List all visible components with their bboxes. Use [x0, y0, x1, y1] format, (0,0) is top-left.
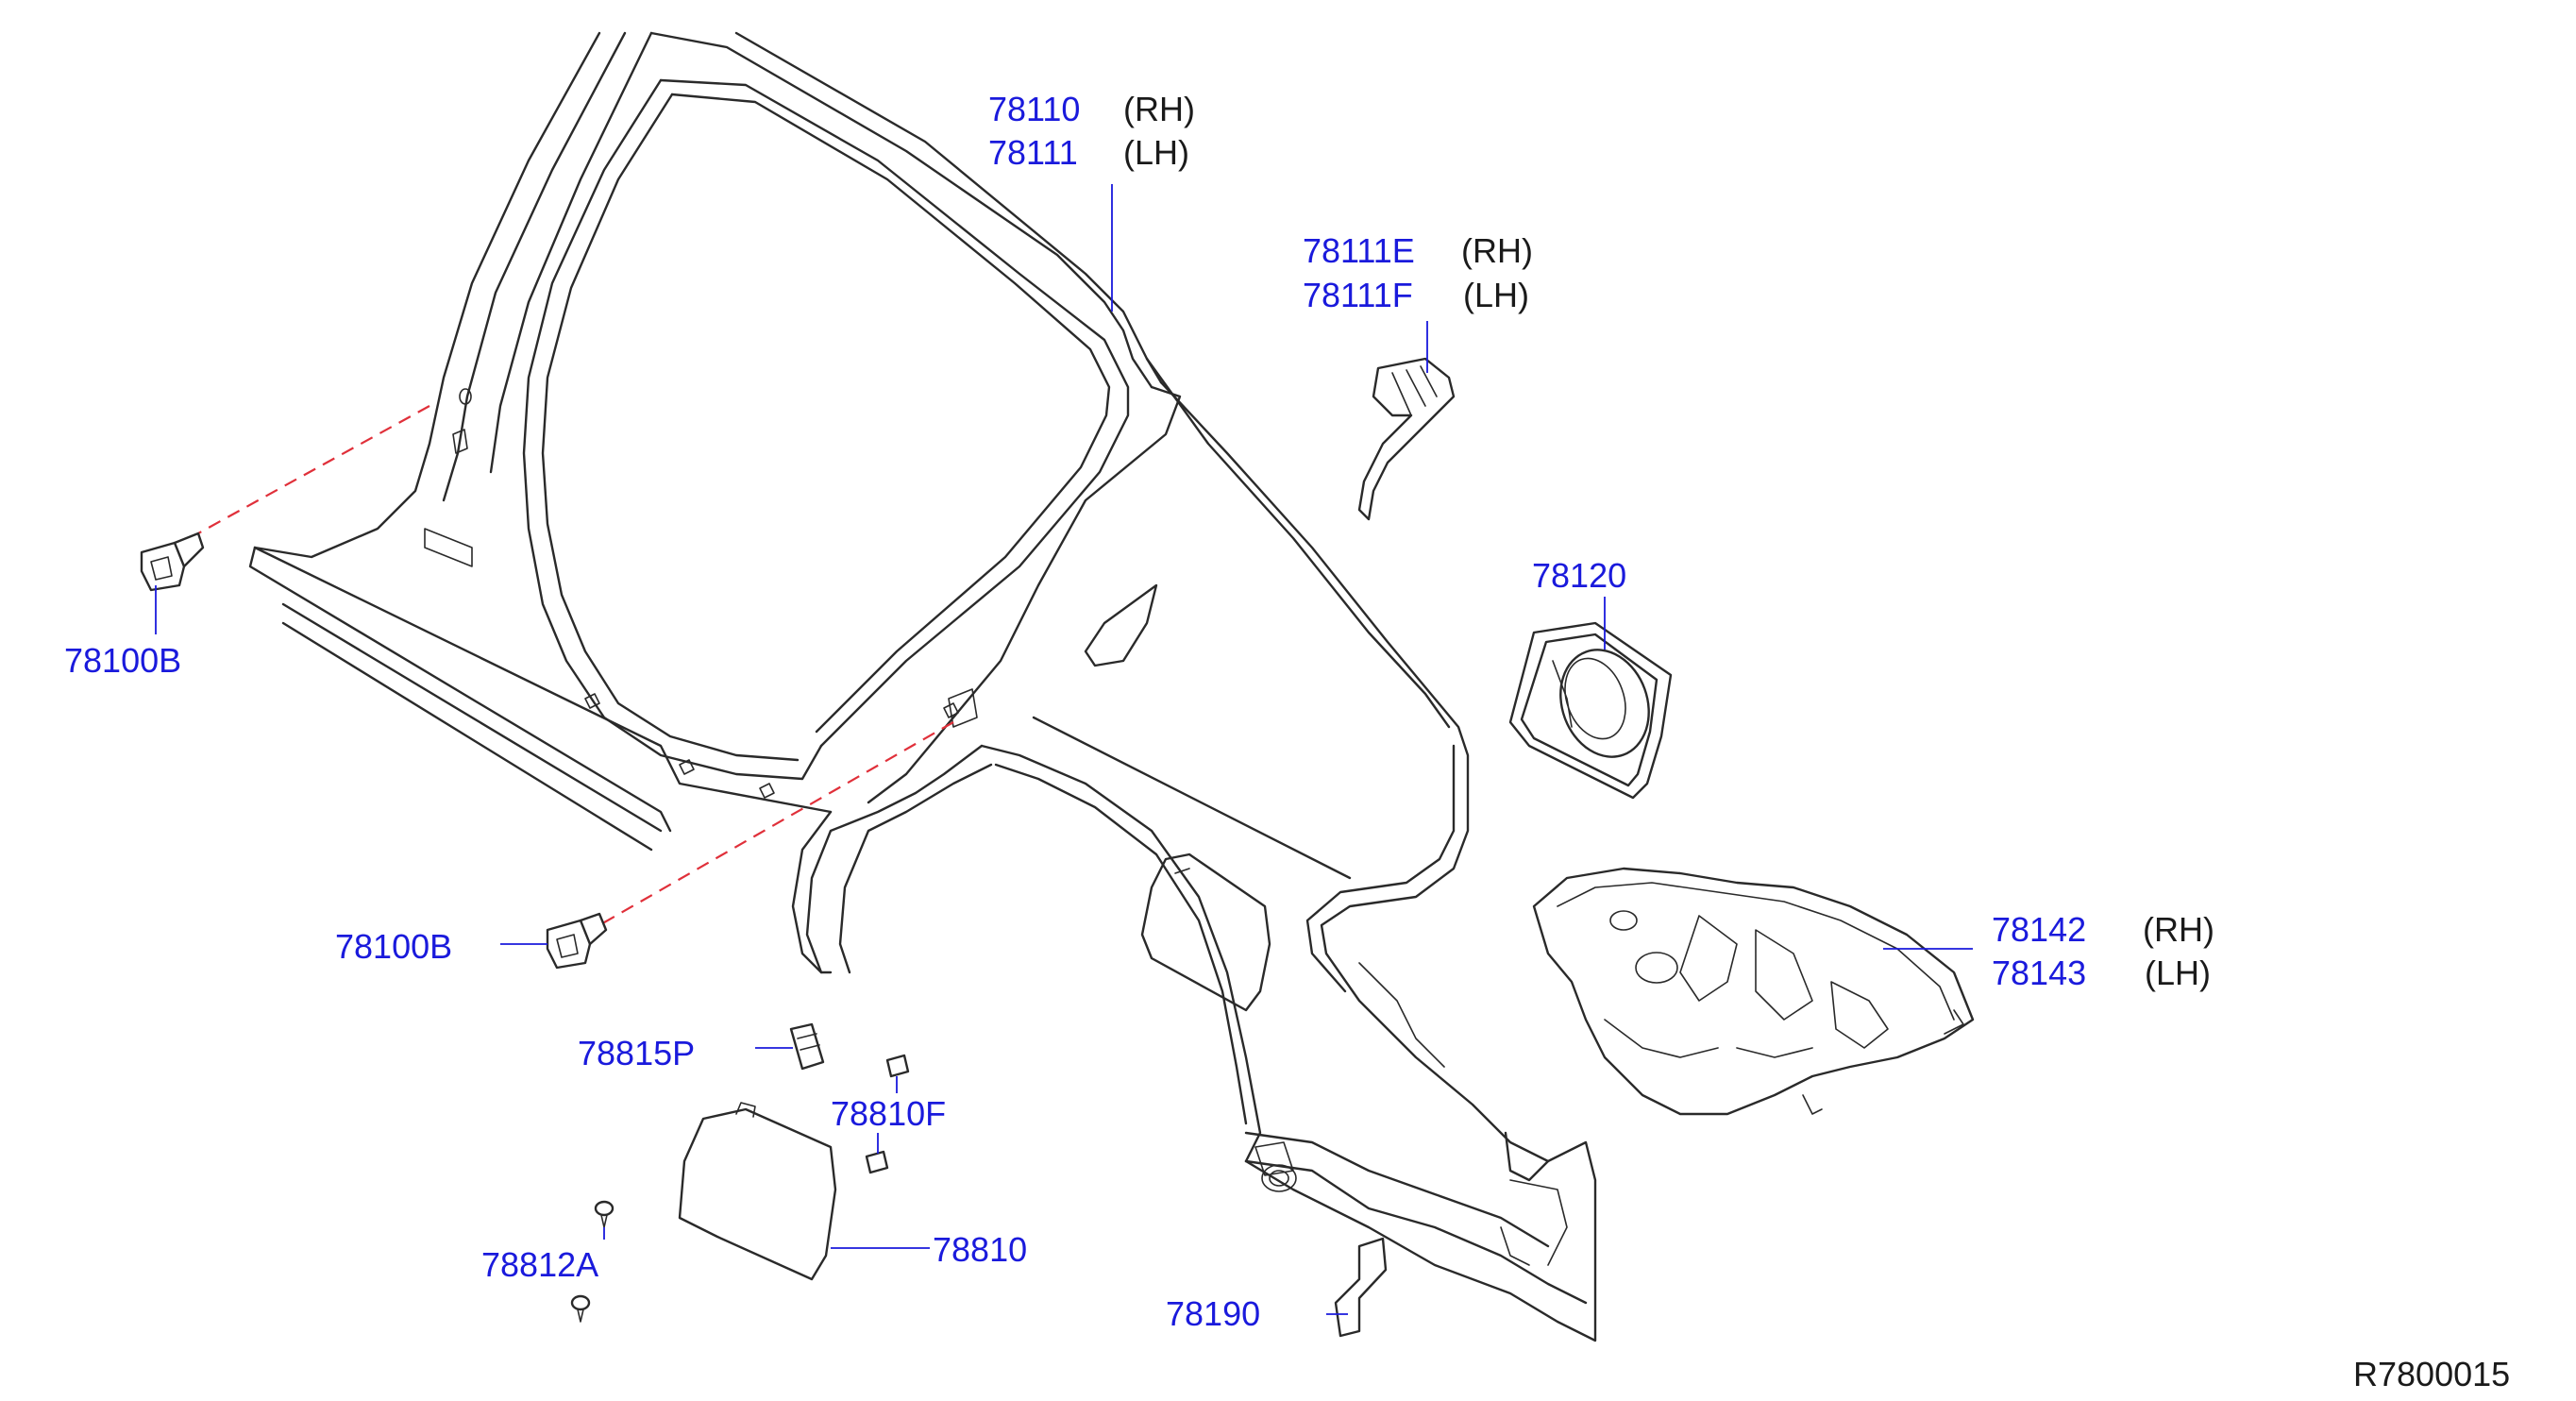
part-number-label: 78111F [1303, 276, 1413, 314]
part-number-label: 78100B [64, 641, 182, 680]
part-number-label: 78143 [1992, 954, 2087, 992]
hinge-78815p [789, 1022, 825, 1071]
bumper-78810f-upper [885, 1054, 910, 1078]
part-number-label: 78810 [933, 1230, 1028, 1269]
screw-78812a-lower [570, 1294, 591, 1323]
guide-line [197, 405, 430, 534]
part-number-label: 78100B [335, 927, 453, 966]
bracket-78190 [1334, 1237, 1388, 1338]
side-label: (RH) [2143, 910, 2214, 949]
clip-78100b-upper [140, 532, 205, 592]
bracket-78111e [1357, 357, 1456, 521]
side-label: (LH) [1463, 276, 1529, 314]
filler-pocket-78120 [1508, 621, 1673, 800]
guide-line [598, 721, 954, 926]
part-number-label: 78110 [988, 90, 1081, 128]
side-label: (LH) [2145, 954, 2211, 992]
bumper-78810f-lower [865, 1150, 889, 1174]
part-number-label: 78120 [1532, 556, 1627, 595]
diagram-reference-code: R7800015 [2353, 1355, 2511, 1393]
part-number-label: 78190 [1166, 1294, 1261, 1333]
side-label: (RH) [1461, 231, 1533, 270]
part-number-label: 78812A [481, 1245, 599, 1284]
part-number-label: 78815P [578, 1034, 696, 1072]
rear-quarter-panel [248, 31, 1597, 1342]
screw-78812a-upper [594, 1200, 615, 1228]
inner-panel-78142 [1532, 867, 1975, 1116]
part-number-label: 78810F [831, 1094, 947, 1133]
fuel-lid-78810 [678, 1102, 837, 1281]
clip-78100b-lower [546, 912, 608, 970]
part-number-label: 78111 [988, 133, 1078, 172]
leader-lines [155, 184, 1973, 1315]
part-number-label: 78142 [1992, 910, 2087, 949]
fuel-lid-recess [1140, 852, 1271, 1012]
part-number-label: 78111E [1303, 231, 1415, 270]
side-label: (RH) [1123, 90, 1195, 128]
side-label: (LH) [1123, 133, 1189, 172]
